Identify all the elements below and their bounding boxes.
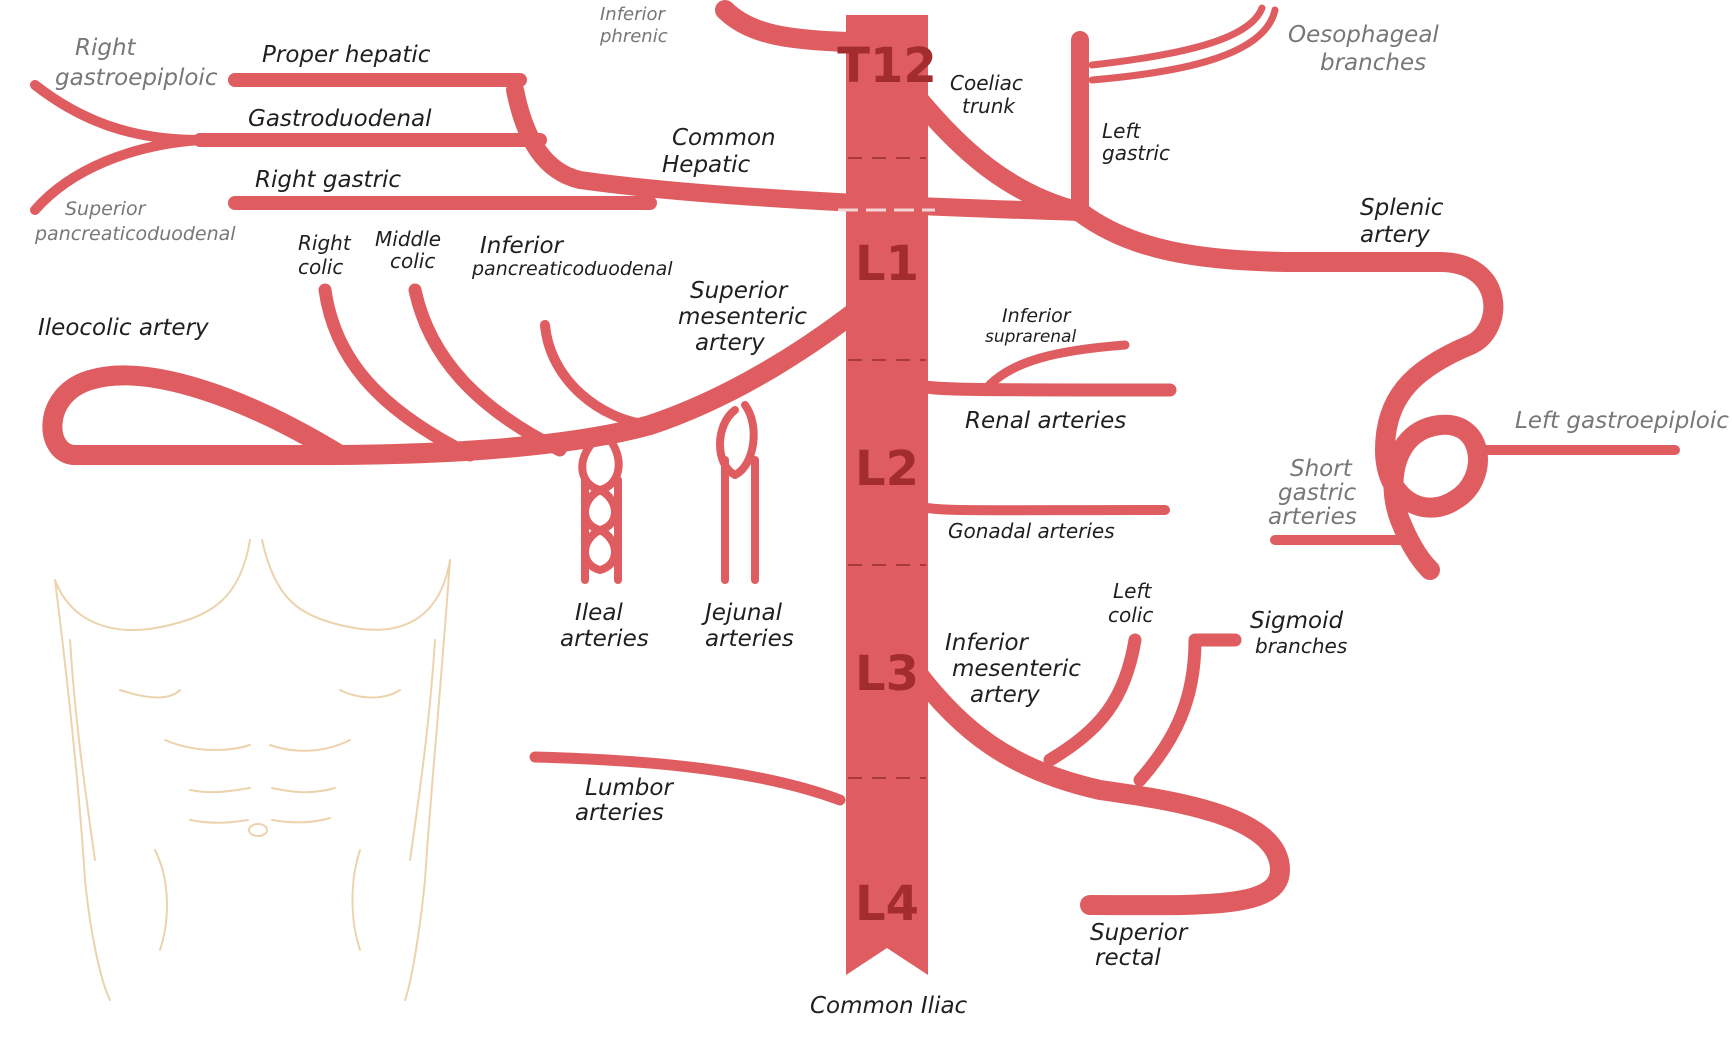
label-superior-rectal-1: Superior: [1090, 920, 1189, 946]
label-superior-rectal-2: rectal: [1095, 945, 1161, 971]
label-inferior-pancreaticoduodenal-1: Inferior: [480, 233, 565, 259]
vertebra-l2: L2: [855, 441, 919, 497]
label-oesophageal-1: Oesophageal: [1288, 22, 1439, 48]
label-middle-colic-2: colic: [390, 249, 435, 273]
label-inferior-phrenic-1: Inferior: [600, 4, 667, 25]
aorta: T12 L1 L2 L3 L4: [837, 15, 937, 975]
label-right-gastroepiploic-2: gastroepiploic: [55, 65, 218, 91]
vertebra-l4: L4: [855, 876, 919, 932]
label-splenic-1: Splenic: [1360, 195, 1444, 221]
aorta-trunk: [846, 15, 928, 975]
label-gastroduodenal: Gastroduodenal: [248, 106, 432, 132]
oesophageal-branch-1: [1088, 4, 1266, 69]
middle-colic-artery: [408, 283, 567, 457]
label-ileal-2: arteries: [560, 626, 649, 652]
inferior-pancreaticoduodenal-artery: [540, 320, 655, 430]
label-short-gastric-2: gastric: [1278, 480, 1357, 506]
label-sigmoid-2: branches: [1255, 634, 1347, 658]
label-ima-1: Inferior: [945, 630, 1030, 656]
label-gonadal: Gonadal arteries: [948, 519, 1115, 543]
left-colic-artery: [1043, 633, 1142, 767]
label-left-gastric-2: gastric: [1102, 141, 1170, 165]
inferior-suprarenal-artery: [980, 340, 1130, 395]
label-lumbar-2: arteries: [575, 800, 664, 826]
label-left-colic-1: Left: [1113, 579, 1152, 603]
gonadal-artery: [910, 500, 1170, 516]
label-short-gastric-1: Short: [1290, 456, 1353, 482]
label-right-gastroepiploic-1: Right: [75, 35, 137, 61]
label-inferior-suprarenal-2: suprarenal: [985, 327, 1076, 347]
vertebra-l1: L1: [855, 236, 919, 292]
label-common-hepatic-2: Hepatic: [662, 152, 751, 178]
label-right-colic-1: Right: [298, 231, 352, 255]
label-right-colic-2: colic: [298, 255, 343, 279]
label-common-iliac: Common Iliac: [810, 993, 968, 1019]
label-coeliac-1: Coeliac: [950, 71, 1023, 95]
label-sigmoid-1: Sigmoid: [1250, 608, 1343, 634]
inferior-mesenteric-artery: [905, 660, 1290, 916]
label-sma-3: artery: [695, 330, 765, 356]
label-short-gastric-3: arteries: [1268, 504, 1357, 530]
arteries: [30, 0, 1680, 916]
label-jejunal-1: Jejunal: [701, 600, 783, 626]
label-sma-1: Superior: [690, 278, 789, 304]
label-lumbar-1: Lumbor: [585, 775, 674, 801]
label-ima-3: artery: [970, 682, 1040, 708]
labels: Inferior phrenic Oesophageal branches Ri…: [34, 4, 1729, 1019]
label-ima-2: mesenteric: [952, 656, 1081, 682]
vertebra-l3: L3: [855, 646, 919, 702]
label-inferior-phrenic-2: phrenic: [599, 26, 668, 47]
vertebra-t12: T12: [837, 38, 937, 94]
label-superior-pancreaticoduodenal-2: pancreaticoduodenal: [34, 223, 236, 245]
splenic-artery: [1070, 202, 1504, 580]
torso-sketch: [54, 539, 451, 1001]
label-ileocolic: Ileocolic artery: [38, 315, 209, 341]
label-superior-pancreaticoduodenal-1: Superior: [65, 198, 147, 220]
superior-mesenteric-artery: [42, 290, 880, 465]
label-proper-hepatic: Proper hepatic: [262, 42, 431, 68]
label-right-gastric: Right gastric: [255, 167, 401, 193]
label-renal: Renal arteries: [965, 408, 1126, 434]
label-left-gastroepiploic: Left gastroepiploic: [1515, 408, 1729, 434]
renal-artery: [908, 378, 1177, 397]
vertebral-dividers: [848, 157, 926, 779]
label-ileal-1: Ileal: [575, 600, 623, 626]
label-sma-2: mesenteric: [678, 304, 807, 330]
label-left-colic-2: colic: [1108, 603, 1153, 627]
label-splenic-2: artery: [1360, 222, 1430, 248]
label-inferior-pancreaticoduodenal-2: pancreaticoduodenal: [471, 258, 673, 280]
inferior-phrenic-artery: [715, 0, 858, 52]
label-middle-colic-1: Middle: [375, 227, 441, 251]
label-coeliac-2: trunk: [962, 94, 1016, 118]
label-jejunal-2: arteries: [705, 626, 794, 652]
sigmoid-artery: [1133, 633, 1242, 787]
oesophageal-branch-2: [1088, 6, 1279, 84]
right-colic-artery: [318, 283, 477, 462]
ileal-arcades: [578, 436, 623, 584]
right-gastroepiploic-artery: [30, 80, 205, 145]
label-inferior-suprarenal-1: Inferior: [1002, 305, 1072, 327]
jejunal-arcades: [716, 401, 759, 584]
superior-pancreaticoduodenal-artery: [30, 135, 205, 215]
label-oesophageal-2: branches: [1320, 50, 1426, 76]
label-common-hepatic-1: Common: [672, 125, 776, 151]
label-left-gastric-1: Left: [1102, 119, 1141, 143]
lumbar-artery: [529, 751, 846, 806]
